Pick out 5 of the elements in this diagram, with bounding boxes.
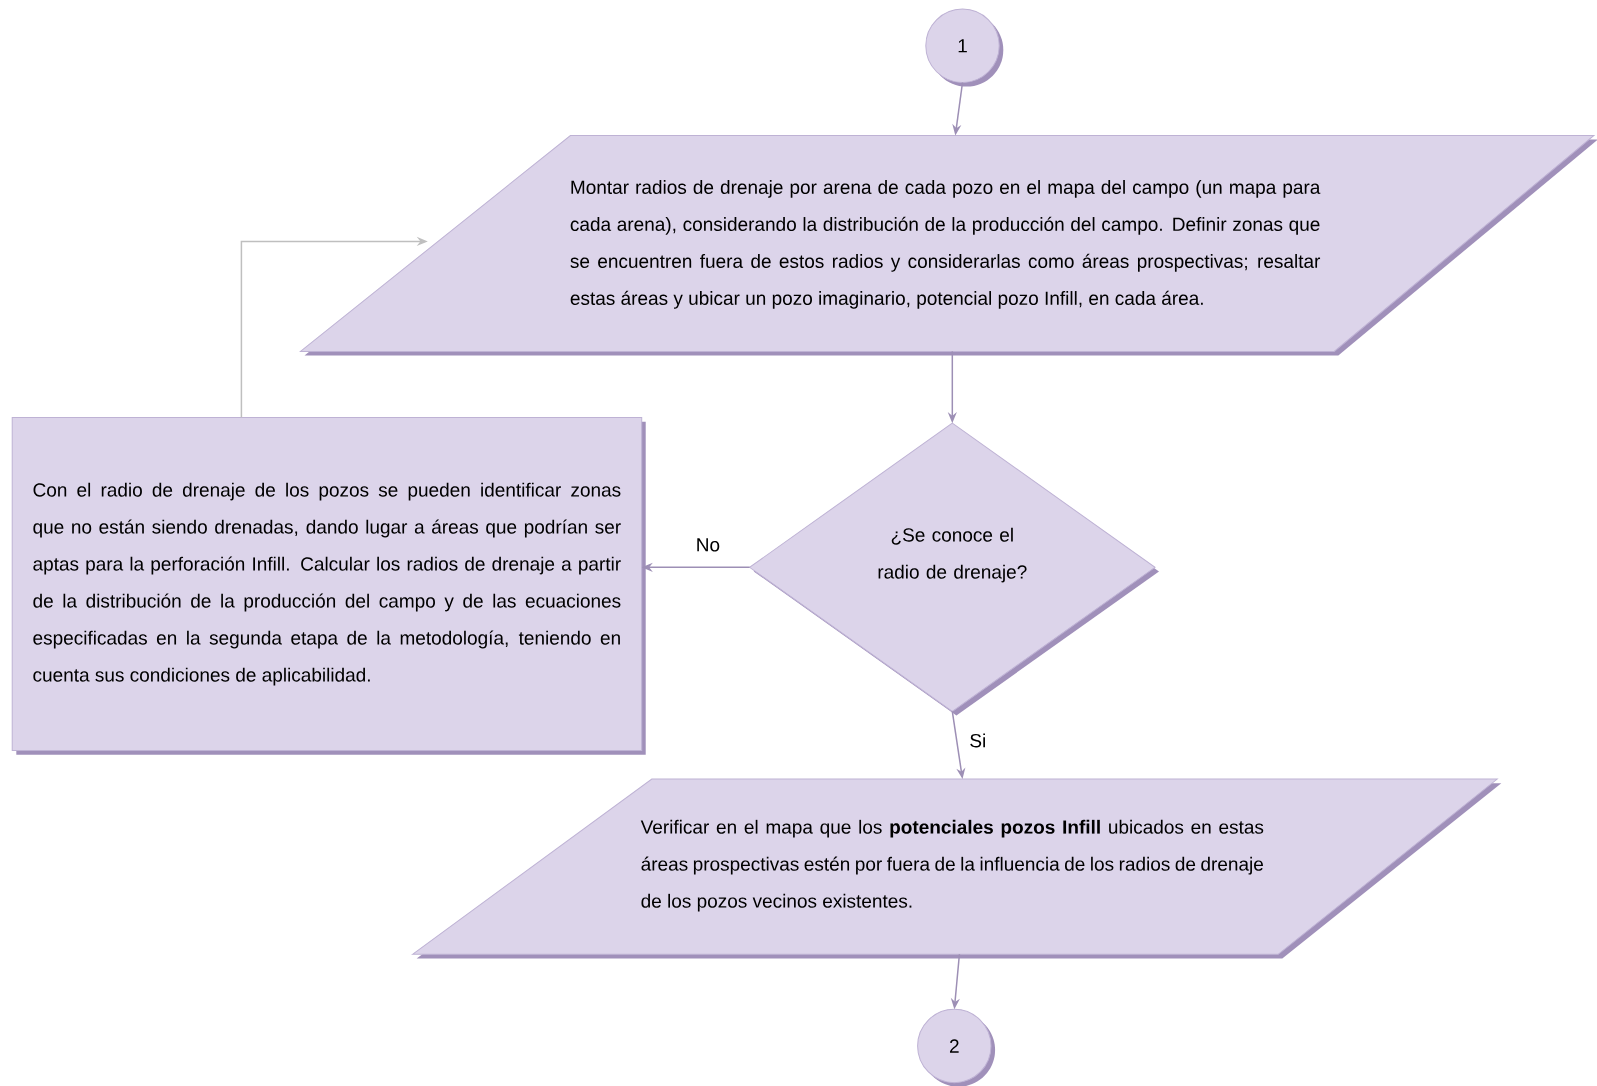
process-box: Con el radio de drenaje de los pozos se pueden identificar zonas que no están siendo drenadas, dando lugar a áreas que podrían ser aptas para la perforación Infill. Calcular los radios de drenaje a partir de la distribución de la producción del campo y de las ecuaciones especificadas en la segunda etapa de la metodología, teniendo en cuenta sus condiciones de aplicabilidad. — [11, 417, 646, 755]
data-parallelogram: Montar radios de drenaje por arena de cada pozo en el mapa del campo (un mapa para cada arena), considerando la distribución de la producción del campo. Definir zonas que se encuentren fuera de estos radios y considerarlas como áreas prospectivas; resaltar estas áreas y ubicar un pozo imaginario, potencial pozo Infill, en cada área. — [300, 135, 1597, 356]
edge-label: Si — [967, 731, 989, 750]
data-parallelogram: Verificar en el mapa que los potenciales pozos Infill ubicados en estas áreas prospectivas estén por fuera de la influencia de los radios de drenaje de los pozos vecinos existentes. — [412, 778, 1502, 959]
edge-label: No — [693, 536, 723, 554]
